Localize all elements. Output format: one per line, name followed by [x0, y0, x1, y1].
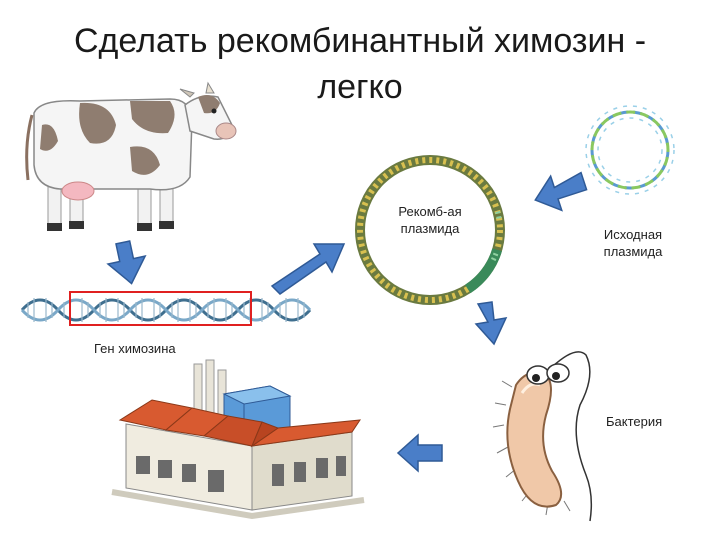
cow-illustration	[25, 81, 237, 231]
title-line-2: легко	[317, 68, 403, 106]
recombinant-plasmid-ring	[355, 155, 505, 305]
original-plasmid-label-line-1: Исходная	[603, 227, 663, 242]
slide-title: Сделать рекомбинантный химозин - легко	[0, 18, 720, 110]
recombinant-plasmid-label-line-2: плазмида	[400, 221, 460, 236]
bacterium-illustration	[492, 351, 593, 522]
chymosin-gene-box	[69, 291, 252, 326]
original-plasmid-ring	[585, 105, 675, 195]
title-line-1: Сделать рекомбинантный химозин -	[73, 22, 647, 60]
dna-helix	[20, 298, 312, 322]
original-plasmid-label-line-2: плазмида	[603, 244, 663, 259]
original-plasmid-label: Исходная плазмида	[583, 226, 683, 260]
chymosin-gene-label: Ген химозина	[94, 341, 176, 356]
arrow-cow-to-gene	[106, 240, 147, 285]
arrow-bacterium-to-factory	[396, 433, 443, 473]
factory-illustration	[111, 359, 365, 520]
bacterium-label: Бактерия	[606, 414, 663, 429]
recombinant-plasmid-label: Рекомб-ая плазмида	[385, 203, 475, 237]
arrow-gene-to-plasmid	[270, 243, 346, 295]
arrow-original-to-recombinant	[534, 171, 588, 212]
arrow-plasmid-to-bacterium	[474, 301, 508, 346]
recombinant-plasmid-label-line-1: Рекомб-ая	[398, 204, 462, 219]
